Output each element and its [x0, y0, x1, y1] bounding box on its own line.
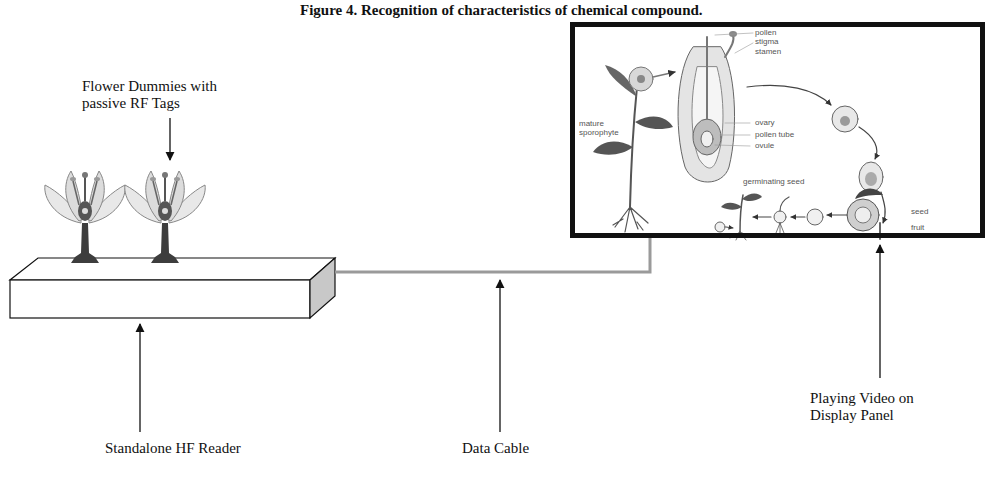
edge-label: Data Cable	[462, 440, 529, 457]
data-cable	[335, 238, 650, 272]
callout-text: Standalone HF Reader	[105, 440, 295, 457]
callout-text: Flower Dummies with passive RF Tags	[82, 78, 257, 112]
part-label: mature sporophyte	[579, 119, 631, 137]
part-label: fruit	[911, 223, 924, 232]
flower-dummy	[125, 171, 205, 263]
part-label: stamen	[755, 47, 781, 56]
leader-arrow	[169, 118, 170, 160]
reader-box: Standalone HF Reader	[10, 258, 335, 318]
part-label: stigma	[755, 37, 779, 46]
callout-text: Playing Video on Display Panel	[810, 390, 960, 424]
part-label: germinating seed	[743, 177, 804, 186]
reader-slab	[10, 258, 335, 318]
figure-title: Figure 4. Recognition of characteristics…	[300, 2, 703, 19]
part-label: pollen tube	[755, 130, 794, 139]
leader-arrow	[879, 245, 880, 378]
leader-arrow	[499, 280, 500, 432]
flower-dummy	[45, 171, 125, 263]
part-label: seed	[911, 207, 928, 216]
part-label: pollen	[755, 28, 776, 37]
display-panel: Playing Video on Display Panelpollenstig…	[570, 22, 985, 238]
part-label: ovule	[755, 141, 774, 150]
part-label: ovary	[755, 118, 775, 127]
leader-arrow	[139, 324, 140, 432]
life-cycle-picture	[593, 31, 885, 240]
